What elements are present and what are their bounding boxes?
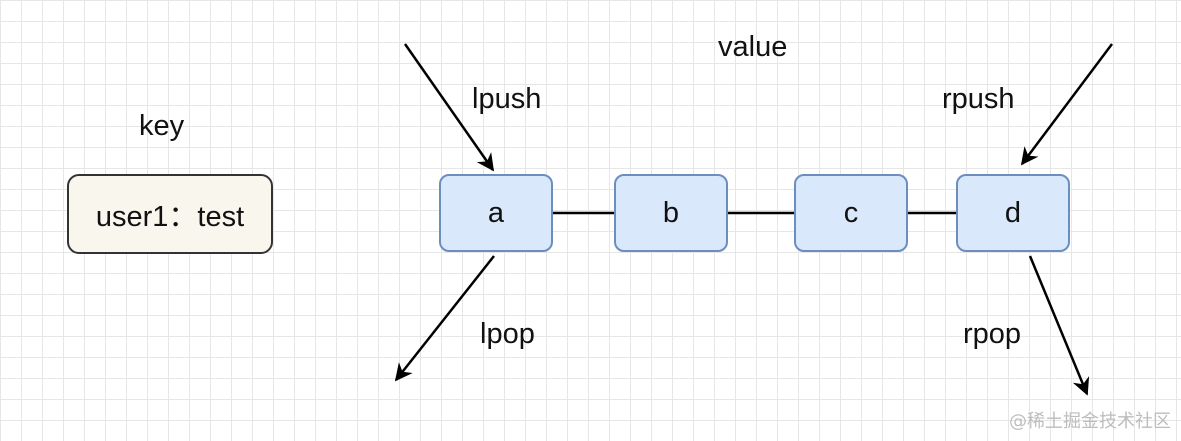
value-label: value xyxy=(718,31,788,63)
list-node-a: a xyxy=(439,174,553,252)
watermark: @稀土掘金技术社区 xyxy=(1009,411,1171,432)
arrow-rpop xyxy=(1028,255,1090,396)
list-node-label: c xyxy=(843,196,859,229)
lpop-label: lpop xyxy=(480,318,535,350)
list-node-d: d xyxy=(956,174,1070,252)
list-node-label: b xyxy=(662,196,680,229)
lpush-label: lpush xyxy=(472,83,542,115)
arrow-rpush xyxy=(1020,43,1113,166)
rpop-label: rpop xyxy=(963,318,1022,350)
rpush-label: rpush xyxy=(942,83,1015,115)
key-box-text: user1：test xyxy=(95,201,245,233)
key-box: user1：test xyxy=(67,174,273,254)
list-node-label: d xyxy=(1004,196,1022,229)
arrow-lpop xyxy=(394,255,495,382)
arrow-lpush xyxy=(403,43,495,172)
list-node-b: b xyxy=(614,174,728,252)
list-node-c: c xyxy=(794,174,908,252)
key-label: key xyxy=(139,110,185,142)
list-node-label: a xyxy=(487,196,505,229)
